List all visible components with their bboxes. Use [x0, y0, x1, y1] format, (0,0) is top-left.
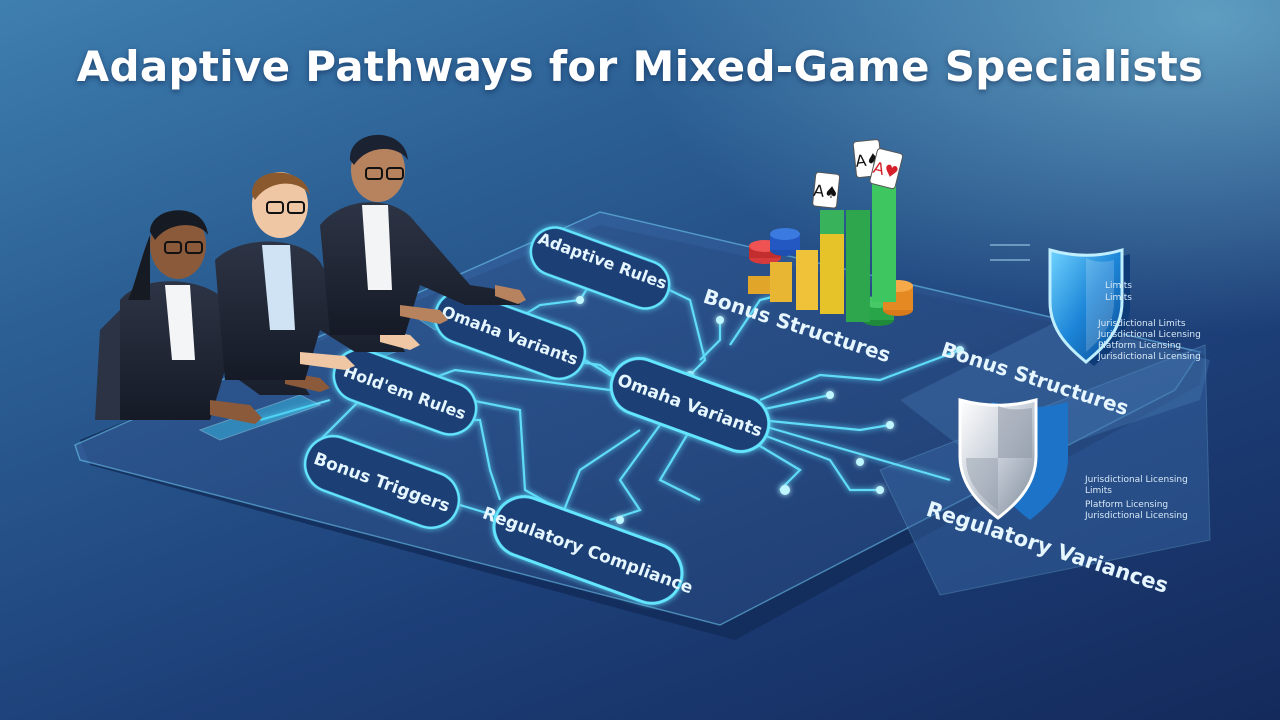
svg-text:Jurisdictional Licensing: Jurisdictional Licensing [1084, 475, 1188, 485]
person-middle [215, 172, 420, 380]
bar [820, 232, 844, 314]
person-right [320, 134, 526, 335]
shield-bottom-notes: Jurisdictional Licensing Limits Platform… [1084, 475, 1188, 521]
shield-top-notes: Limits Limits Jurisdictional Limits Juri… [990, 244, 1201, 362]
svg-text:Limits: Limits [1105, 293, 1132, 303]
svg-text:Jurisdictional Licensing: Jurisdictional Licensing [1084, 511, 1188, 521]
svg-text:Platform Licensing: Platform Licensing [1098, 341, 1181, 351]
bar [748, 276, 770, 294]
svg-text:A♠: A♠ [812, 181, 839, 203]
shield-top-icon [1048, 247, 1130, 366]
svg-text:Jurisdictional Licensing: Jurisdictional Licensing [1097, 352, 1201, 362]
chips-and-bars: A♠ A♠ A♥ [748, 139, 913, 326]
playing-card: A♥ [869, 148, 904, 190]
svg-text:Jurisdictional Limits: Jurisdictional Limits [1097, 319, 1186, 329]
svg-text:Limits: Limits [1085, 486, 1112, 496]
bar [796, 250, 818, 310]
svg-text:Jurisdictional Licensing: Jurisdictional Licensing [1097, 330, 1201, 340]
shield-bottom-icon [958, 398, 1068, 520]
bar [820, 210, 844, 234]
svg-text:Platform Licensing: Platform Licensing [1085, 500, 1168, 510]
person-left [95, 210, 330, 424]
bar [872, 182, 896, 302]
playing-card: A♠ [812, 171, 841, 209]
bar [846, 210, 870, 322]
bar [770, 262, 792, 302]
page-title: Adaptive Pathways for Mixed-Game Special… [76, 42, 1204, 91]
svg-text:Limits: Limits [1105, 281, 1132, 291]
